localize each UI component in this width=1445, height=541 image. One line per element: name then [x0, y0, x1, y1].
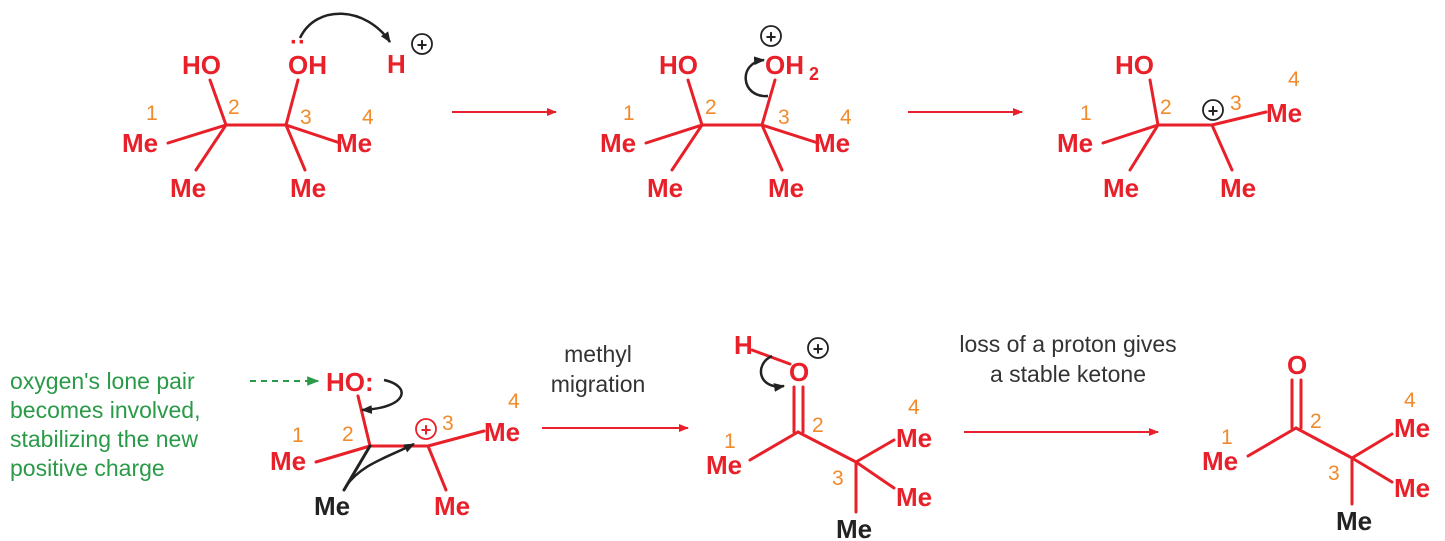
note-line: stabilizing the new	[10, 426, 198, 452]
locant-number: 2	[812, 414, 824, 437]
hydroxyl-label: HO	[1115, 50, 1154, 80]
svg-text:+: +	[421, 420, 432, 440]
step-label: migration	[551, 371, 646, 397]
locant-number: 3	[1328, 462, 1340, 485]
methyl-label: Me	[768, 173, 804, 203]
hydroxyl-label: HO	[659, 50, 698, 80]
methyl-label: Me	[122, 128, 158, 158]
svg-text:+: +	[766, 27, 777, 47]
methyl-label: Me	[706, 450, 742, 480]
methyl-label: Me	[336, 128, 372, 158]
svg-text:+: +	[813, 339, 824, 359]
methyl-label: Me	[1103, 173, 1139, 203]
note-line: oxygen's lone pair	[10, 368, 195, 394]
locant-number: 3	[832, 467, 844, 490]
step-label: a stable ketone	[990, 361, 1146, 387]
locant-number: 3	[1230, 92, 1242, 115]
locant-number: 1	[1221, 426, 1233, 449]
methyl-label: Me	[814, 128, 850, 158]
svg-text:+: +	[1208, 101, 1219, 121]
plus-circle-icon: +	[1202, 99, 1224, 121]
locant-number: 1	[724, 430, 736, 453]
migrating-methyl-label: Me	[314, 491, 350, 521]
molecule-migration: HO: Me Me Me Me + 1 2 3 4	[270, 367, 520, 521]
step-label: methyl	[564, 341, 632, 367]
methyl-label: Me	[1220, 173, 1256, 203]
locant-number: 4	[1288, 68, 1300, 91]
proton-label: H	[734, 330, 753, 360]
methyl-label: Me	[600, 128, 636, 158]
plus-circle-icon: +	[415, 418, 437, 440]
step-label: loss of a proton gives	[959, 331, 1176, 357]
locant-number: 4	[840, 106, 852, 129]
molecule-pinacol: HO OH ·· Me Me Me Me 1 2 3 4 H +	[122, 12, 433, 203]
locant-number: 4	[1404, 389, 1416, 412]
methyl-label: Me	[1202, 446, 1238, 476]
locant-number: 2	[1310, 410, 1322, 433]
hydroxyl-label: HO:	[326, 367, 374, 397]
curly-arrow-icon	[360, 378, 403, 414]
oxonium-subscript: 2	[809, 64, 819, 84]
curly-arrow-icon	[344, 442, 415, 487]
proton-label: H	[387, 49, 406, 79]
locant-number: 2	[228, 96, 240, 119]
locant-number: 4	[508, 390, 520, 413]
locant-number: 2	[342, 423, 354, 446]
molecule-carbocation: HO Me Me Me Me + 1 2 3 4	[1057, 50, 1302, 203]
molecule-protonated-ketone: H O + Me Me Me Me 1 2 3 4	[706, 330, 932, 541]
svg-text:+: +	[417, 35, 428, 55]
locant-number: 4	[908, 396, 920, 419]
hydroxyl-label: HO	[182, 50, 221, 80]
carbonyl-oxygen-label: O	[789, 357, 809, 387]
methyl-label: Me	[896, 482, 932, 512]
hydroxyl-label: OH	[288, 50, 327, 80]
locant-number: 4	[362, 106, 374, 129]
locant-number: 1	[623, 102, 635, 125]
locant-number: 3	[778, 106, 790, 129]
lone-pair-note: oxygen's lone pair becomes involved, sta…	[10, 368, 320, 481]
locant-number: 1	[146, 102, 158, 125]
methyl-label: Me	[434, 491, 470, 521]
methyl-label: Me	[896, 423, 932, 453]
methyl-label: Me	[1057, 128, 1093, 158]
curly-arrow-icon	[759, 354, 786, 392]
locant-number: 2	[705, 96, 717, 119]
methyl-label: Me	[647, 173, 683, 203]
methyl-label: Me	[170, 173, 206, 203]
plus-circle-icon: +	[411, 33, 433, 55]
molecule-ketone: O Me Me Me Me 1 2 3 4	[1202, 350, 1430, 536]
methyl-label: Me	[484, 417, 520, 447]
curly-arrow-icon	[298, 12, 392, 43]
methyl-label: Me	[1336, 506, 1372, 536]
carbonyl-oxygen-label: O	[1287, 350, 1307, 380]
plus-circle-icon: +	[760, 25, 782, 47]
locant-number: 3	[300, 106, 312, 129]
locant-number: 1	[1080, 102, 1092, 125]
locant-number: 1	[292, 424, 304, 447]
plus-circle-icon: +	[807, 337, 829, 359]
curly-arrow-icon	[744, 56, 769, 98]
molecule-protonated: HO OH 2 + Me Me Me Me 1 2 3 4	[600, 25, 852, 203]
note-line: positive charge	[10, 455, 165, 481]
methyl-label: Me	[290, 173, 326, 203]
methyl-label: Me	[1266, 98, 1302, 128]
note-line: becomes involved,	[10, 397, 201, 423]
migrated-methyl-label: Me	[836, 514, 872, 541]
locant-number: 3	[442, 412, 454, 435]
methyl-label: Me	[1394, 413, 1430, 443]
oxonium-label: OH	[765, 50, 804, 80]
locant-number: 2	[1160, 96, 1172, 119]
methyl-label: Me	[270, 446, 306, 476]
methyl-label: Me	[1394, 473, 1430, 503]
